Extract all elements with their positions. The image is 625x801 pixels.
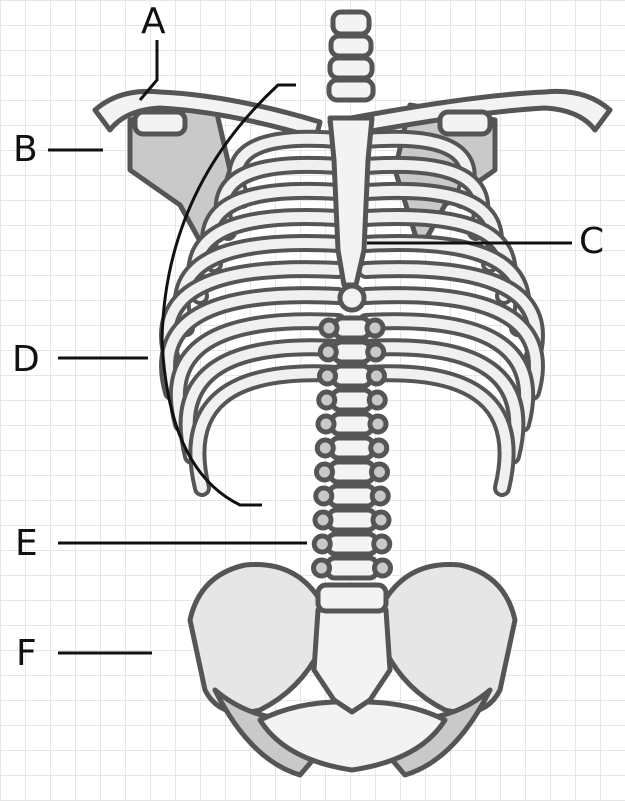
vertebra-8-process-right xyxy=(372,488,388,504)
label-e: E xyxy=(15,526,38,562)
vertebra-1-process-left xyxy=(321,320,337,336)
pelvis xyxy=(190,564,515,775)
left-acromion xyxy=(135,112,185,134)
vertebra-4-process-left xyxy=(319,392,335,408)
vertebra-1-process-right xyxy=(367,320,383,336)
vertebra-11-process-right xyxy=(375,560,391,576)
vertebra-10-process-right xyxy=(374,536,390,552)
vertebra-1 xyxy=(335,318,369,338)
vertebra-7 xyxy=(331,462,374,482)
vertebra-11-process-left xyxy=(314,560,330,576)
vertebra-10 xyxy=(328,534,376,554)
vertebra-7-process-right xyxy=(372,464,388,480)
label-b: B xyxy=(13,132,38,168)
right-acromion xyxy=(440,112,490,134)
vertebra-6-process-left xyxy=(317,440,333,456)
xiphoid xyxy=(340,286,364,310)
vertebra-10-process-left xyxy=(314,536,330,552)
label-f: F xyxy=(16,636,37,672)
vertebra-3-process-left xyxy=(320,368,336,384)
vertebra-4-process-right xyxy=(369,392,385,408)
vertebra-8-process-left xyxy=(316,488,332,504)
label-a: A xyxy=(141,4,166,40)
vertebra-2-process-left xyxy=(320,344,336,360)
vertebra-3 xyxy=(334,366,371,386)
vertebra-9 xyxy=(329,510,375,530)
vertebral-column xyxy=(314,318,391,578)
label-d: D xyxy=(12,342,40,378)
vertebra-2-process-right xyxy=(368,344,384,360)
cervical-spine xyxy=(329,12,373,100)
vertebra-2 xyxy=(334,342,370,362)
vertebra-9-process-left xyxy=(315,512,331,528)
vertebra-5-process-right xyxy=(370,416,386,432)
vertebra-6-process-right xyxy=(371,440,387,456)
vertebra-4 xyxy=(333,390,372,410)
vertebra-7-process-left xyxy=(317,464,333,480)
vertebra-8 xyxy=(330,486,375,506)
vertebra-3-process-right xyxy=(369,368,385,384)
sternum xyxy=(330,118,372,285)
vertebra-9-process-right xyxy=(373,512,389,528)
vertebra-11 xyxy=(328,558,377,578)
label-c: C xyxy=(579,224,604,260)
vertebra-5 xyxy=(332,414,372,434)
vertebra-5-process-left xyxy=(318,416,334,432)
sacrum xyxy=(314,610,390,712)
vertebra-6 xyxy=(331,438,373,458)
